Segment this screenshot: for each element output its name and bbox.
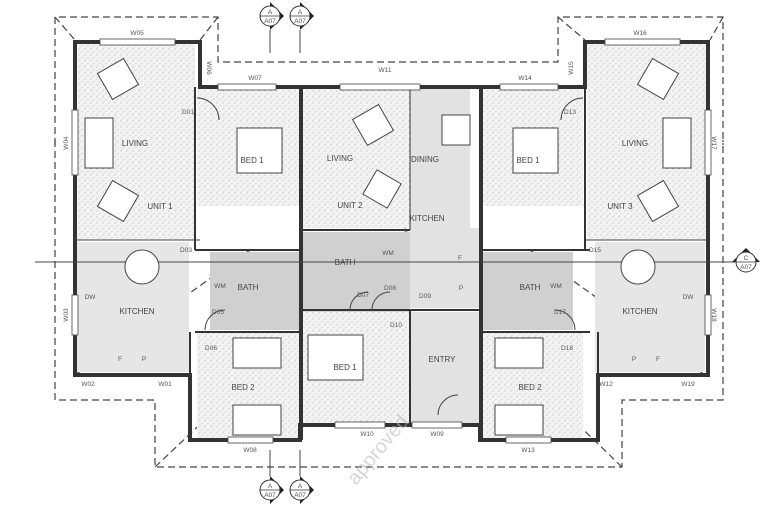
window-tag: W14 xyxy=(518,75,532,82)
window-tag: W12 xyxy=(599,381,613,388)
washing-machine-label: WM xyxy=(550,283,562,290)
door-tag: D05 xyxy=(212,309,224,316)
windows: W01 W02 W03 W04 W05 W06 W07 W08 W09 W10 … xyxy=(63,30,717,454)
door-tag: D07 xyxy=(357,292,369,299)
door-tag: D13 xyxy=(564,109,576,116)
svg-text:A: A xyxy=(298,483,303,490)
door-tag: D09 xyxy=(419,293,431,300)
room-label: BATH xyxy=(520,283,541,292)
door-tag: D10 xyxy=(390,322,402,329)
window-tag: W17 xyxy=(710,136,717,150)
pantry-label: P xyxy=(142,356,146,363)
furniture xyxy=(84,57,692,436)
svg-text:A07: A07 xyxy=(294,492,306,499)
door-tag: D15 xyxy=(589,247,601,254)
dishwasher-label: DW xyxy=(85,294,97,301)
window-tag: W15 xyxy=(568,61,575,75)
room-label: KITCHEN xyxy=(409,214,444,223)
fridge-label: F xyxy=(656,356,660,363)
section-marker: A A07 xyxy=(259,450,284,504)
section-marker: A A07 xyxy=(289,450,314,504)
room-label: UNIT 1 xyxy=(147,202,173,211)
section-marker: A A07 xyxy=(259,2,284,53)
svg-text:A07: A07 xyxy=(740,264,752,271)
window-tag: W19 xyxy=(681,381,695,388)
svg-text:A: A xyxy=(268,9,273,16)
room-label: BED 2 xyxy=(231,383,255,392)
room-label: KITCHEN xyxy=(622,307,657,316)
window-tag: W16 xyxy=(633,30,647,37)
window-tag: W06 xyxy=(205,61,212,75)
room-label: ENTRY xyxy=(429,355,457,364)
window-tag: W13 xyxy=(521,447,535,454)
window-tag: W04 xyxy=(63,136,70,150)
svg-text:C: C xyxy=(744,255,749,262)
dishwasher-label: DW xyxy=(683,294,695,301)
window-tag: W07 xyxy=(248,75,262,82)
window-tag: W11 xyxy=(379,67,392,74)
section-markers: A A07 A A07 A A07 A A07 C A07 xyxy=(259,2,760,504)
pantry-label: P xyxy=(632,356,636,363)
fixtures: WM WM WM DW DW F P F P P F L xyxy=(85,227,695,363)
doors: D01 D03 D05 D06 D07 D08 D09 D10 D13 D15 … xyxy=(180,97,601,416)
door-tag: D06 xyxy=(205,345,217,352)
room-labels: LIVING UNIT 1 BED 1 LIVING UNIT 2 DINING… xyxy=(119,139,657,392)
room-label: LIVING xyxy=(122,139,148,148)
room-label: BATH xyxy=(238,283,259,292)
window-tag: W01 xyxy=(158,381,172,388)
window-tag: W08 xyxy=(243,447,257,454)
window-tag: W03 xyxy=(63,308,70,322)
floor-finishes xyxy=(77,44,707,438)
svg-text:A: A xyxy=(298,9,303,16)
fridge-label: F xyxy=(118,356,122,363)
room-label: DINING xyxy=(411,155,439,164)
svg-text:A: A xyxy=(268,483,273,490)
window-tag: W02 xyxy=(81,381,95,388)
svg-text:A07: A07 xyxy=(264,492,276,499)
room-label: BED 1 xyxy=(333,363,357,372)
window-tag: W05 xyxy=(130,30,144,37)
window-tag: W10 xyxy=(360,431,374,438)
door-tag: D17 xyxy=(554,309,566,316)
room-label: UNIT 3 xyxy=(607,202,633,211)
door-tag: D18 xyxy=(561,345,573,352)
svg-text:A07: A07 xyxy=(264,18,276,25)
room-label: LIVING xyxy=(327,154,353,163)
room-label: BED 1 xyxy=(516,156,540,165)
door-tag: D08 xyxy=(384,285,396,292)
window-tag: W18 xyxy=(710,308,717,322)
door-tag: D01 xyxy=(182,109,194,116)
washing-machine-label: WM xyxy=(382,250,394,257)
room-label: BATH xyxy=(335,258,356,267)
pantry-label: P xyxy=(459,285,463,292)
door-tag: D03 xyxy=(180,247,192,254)
fridge-label: F xyxy=(458,255,462,262)
washing-machine-label: WM xyxy=(214,283,226,290)
room-label: UNIT 2 xyxy=(337,201,363,210)
svg-text:A07: A07 xyxy=(294,18,306,25)
room-label: LIVING xyxy=(622,139,648,148)
room-label: BED 2 xyxy=(518,383,542,392)
room-label: KITCHEN xyxy=(119,307,154,316)
section-marker: A A07 xyxy=(289,2,314,53)
section-marker: C A07 xyxy=(732,248,760,273)
room-label: BED 1 xyxy=(240,156,264,165)
laundry-label: L xyxy=(404,227,408,234)
window-tag: W09 xyxy=(430,431,444,438)
